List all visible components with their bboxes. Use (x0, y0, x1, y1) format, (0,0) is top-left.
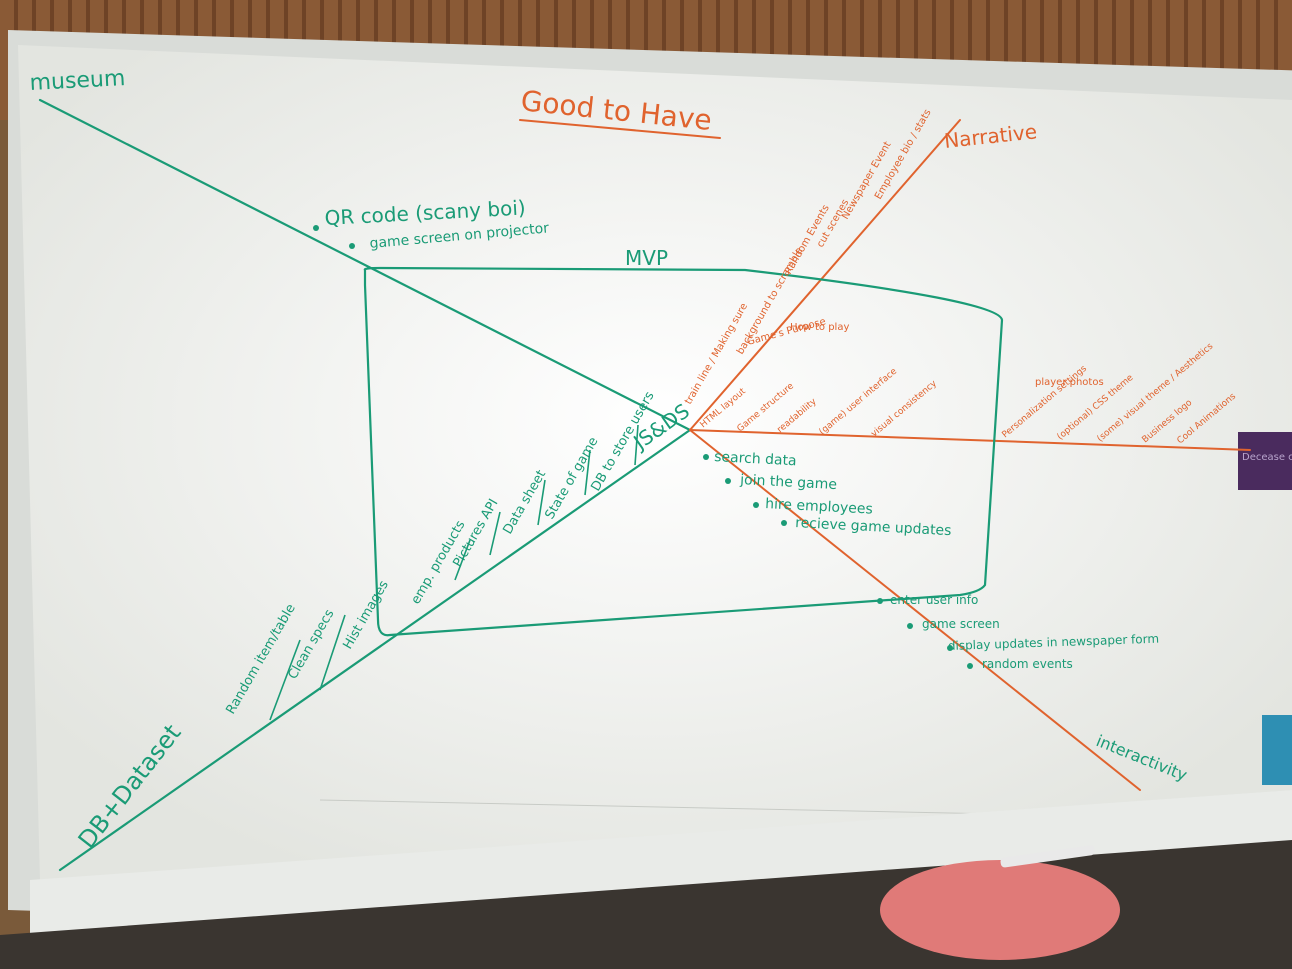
label-museum: museum (29, 66, 126, 96)
museum-axis (38, 98, 692, 432)
good-to-have-axis (689, 429, 1251, 451)
interactivity-item: join the game (739, 472, 838, 493)
marker-on-tray (1000, 845, 1095, 868)
person-shirt (880, 860, 1120, 960)
gth-item: player photos (1035, 377, 1104, 388)
board-panel (18, 45, 1292, 880)
interactivity-axis (689, 429, 1141, 791)
interactivity-item: search data (714, 449, 797, 469)
interactivity-item: enter user info (890, 593, 978, 607)
sticky-note-text: Decease course completion (1242, 452, 1292, 463)
db-axis (58, 428, 692, 872)
narrative-item: How to play (790, 322, 849, 333)
interactivity-item: random events (982, 657, 1073, 671)
marker-tray (30, 790, 1292, 935)
interactivity-item: game screen (922, 617, 1000, 631)
bullet-dots (313, 225, 973, 669)
db-tick-marks (269, 424, 639, 721)
good-to-have-underline (519, 119, 721, 139)
interactivity-item: hire employees (765, 496, 873, 518)
mvp-box (363, 266, 1004, 637)
sticky-note (1238, 432, 1292, 490)
narrative-axis (689, 119, 961, 431)
label-mvp: MVP (625, 246, 668, 270)
eraser (1262, 715, 1292, 785)
